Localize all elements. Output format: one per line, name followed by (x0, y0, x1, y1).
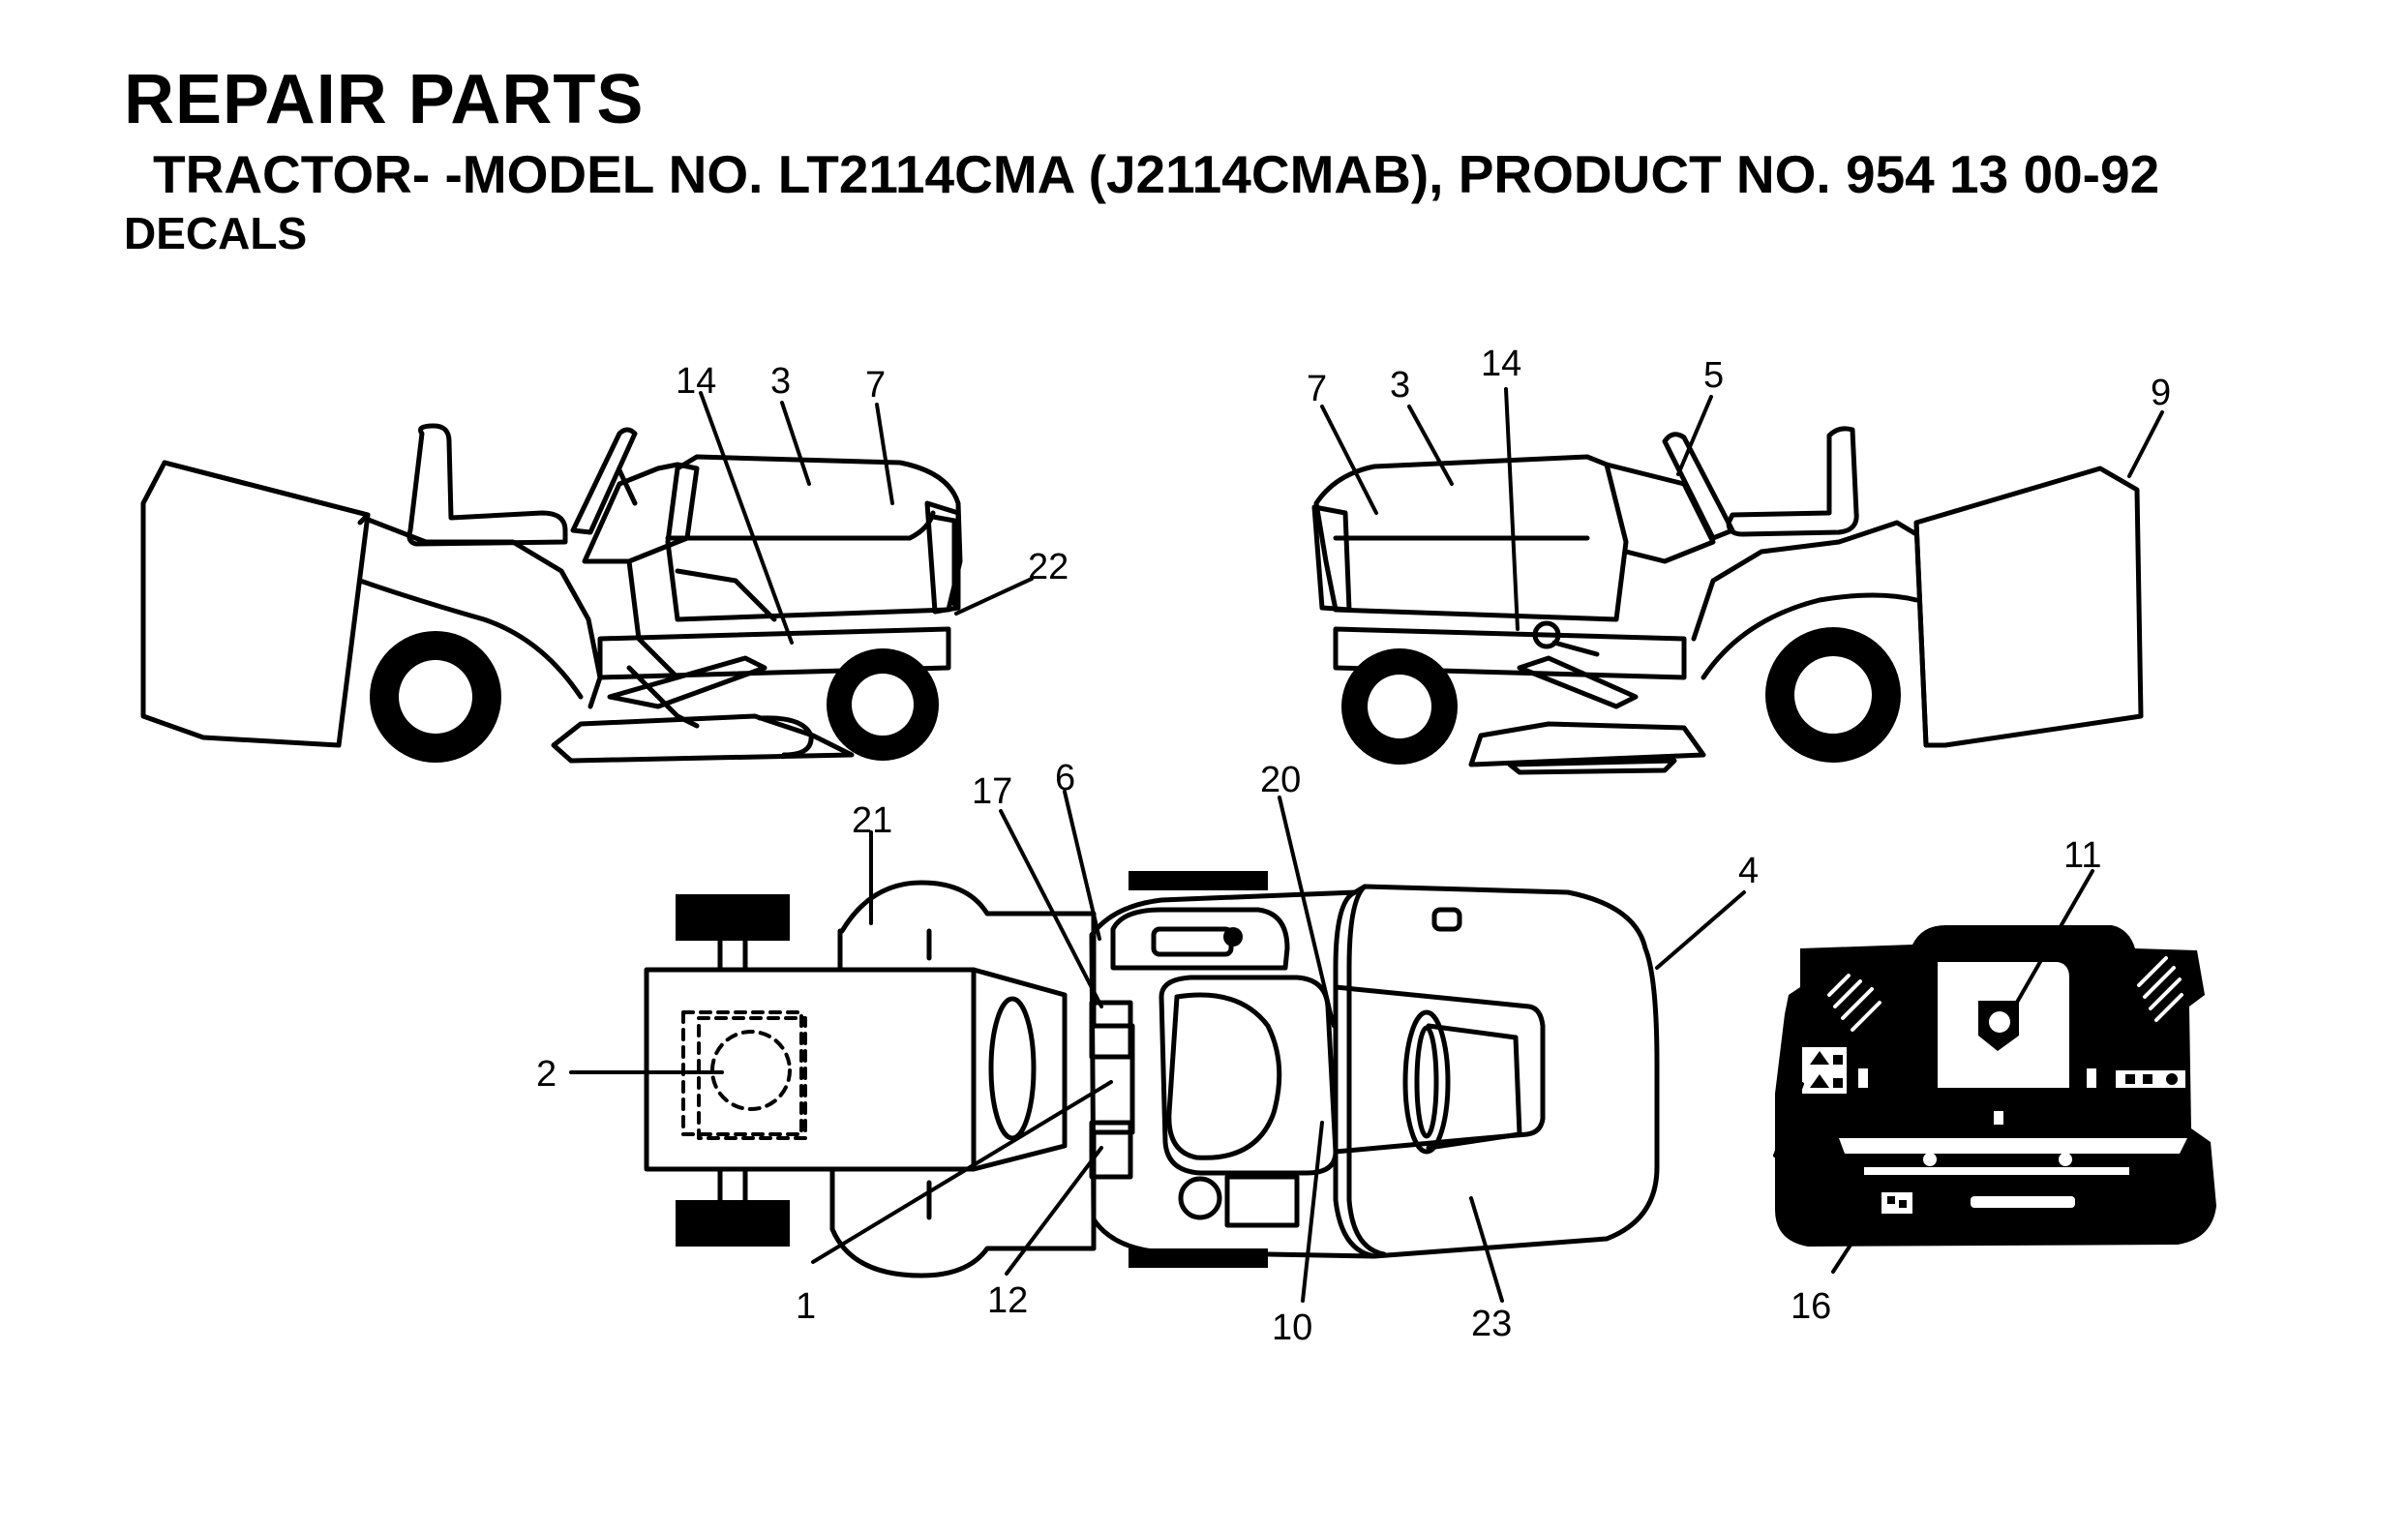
left-steering-wheel (570, 427, 638, 535)
callout-top-10: 10 (1272, 1308, 1312, 1348)
right-grass-bag (1913, 466, 2144, 748)
callout-left-3: 3 (770, 361, 791, 402)
callout-top-20: 20 (1260, 760, 1301, 800)
callout-top-4: 4 (1738, 851, 1759, 891)
callout-top-21: 21 (852, 800, 892, 841)
page-header: REPAIR PARTS TRACTOR- -MODEL NO. LT2114C… (0, 0, 2408, 290)
right-seat (1726, 426, 1859, 537)
tractor-rear-view (1775, 925, 2216, 1247)
callout-left-14: 14 (676, 361, 716, 402)
callout-left-7: 7 (865, 365, 886, 406)
top-rear-tire-left (676, 894, 790, 941)
callout-right-5: 5 (1703, 355, 1724, 396)
callout-labels: 14 3 7 22 7 3 14 5 9 21 17 6 20 4 2 1 12… (536, 344, 2171, 1348)
callout-top-1: 1 (796, 1286, 816, 1327)
callout-top-2: 2 (536, 1054, 557, 1095)
callout-right-9: 9 (2151, 373, 2171, 413)
left-mower-deck (551, 713, 855, 764)
section-title: DECALS (124, 208, 308, 258)
callout-rear-16: 16 (1791, 1286, 1831, 1327)
callout-right-7: 7 (1307, 369, 1327, 409)
callout-top-12: 12 (987, 1280, 1028, 1321)
callout-top-23: 23 (1471, 1304, 1512, 1344)
leader-lines (569, 387, 2164, 1303)
callout-rear-11: 11 (2063, 835, 2101, 876)
callout-right-14: 14 (1481, 344, 1521, 384)
right-hood (1313, 454, 1629, 622)
right-mower-deck (1468, 721, 1706, 767)
callout-left-22: 22 (1028, 547, 1069, 587)
top-grass-bag (644, 967, 977, 1172)
tractor-right-side-view (1311, 426, 2144, 775)
callout-top-17: 17 (972, 771, 1012, 812)
left-seat (406, 423, 568, 547)
top-body (1089, 884, 1660, 1259)
tractor-left-side-view (140, 423, 963, 764)
callout-top-6: 6 (1055, 758, 1075, 798)
page-title: REPAIR PARTS (124, 61, 645, 138)
page-subtitle: TRACTOR- -MODEL NO. LT2114CMA (J2114CMAB… (153, 144, 2160, 204)
right-steering-wheel (1662, 432, 1735, 541)
tractor-top-view (644, 871, 1660, 1278)
top-rear-tire-right (676, 1200, 790, 1247)
callout-right-3: 3 (1390, 365, 1410, 406)
